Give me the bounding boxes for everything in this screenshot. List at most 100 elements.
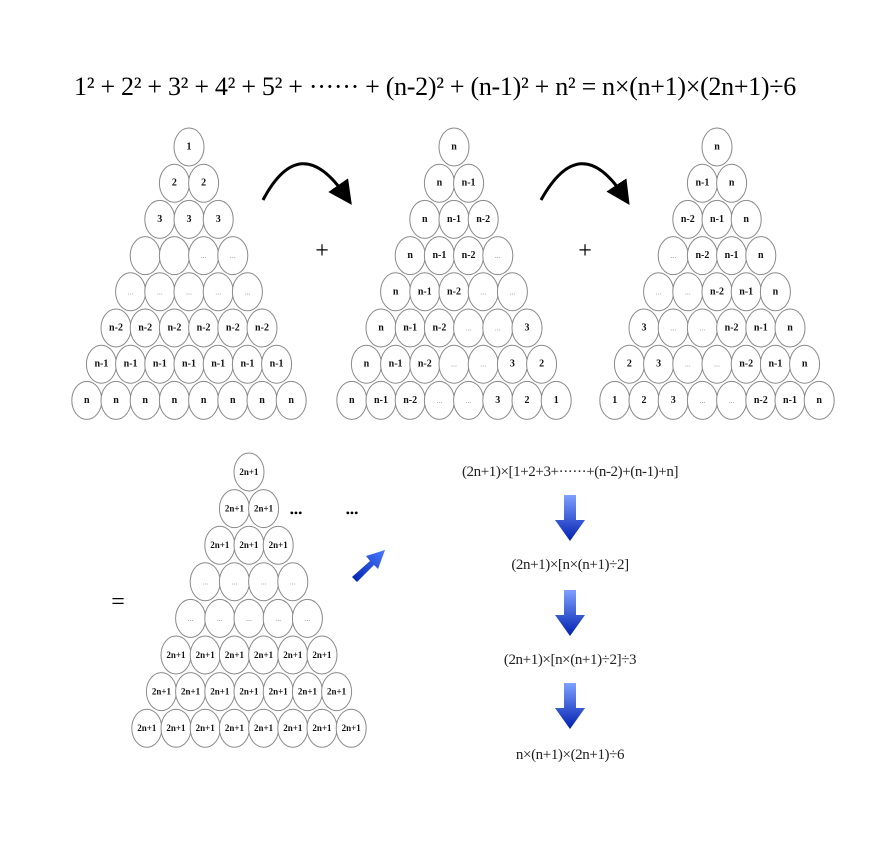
circle-label: ... — [670, 324, 676, 333]
circle-label: 2n+1 — [196, 723, 216, 733]
circle-label: ... — [495, 324, 501, 333]
circle-label: ... — [685, 287, 691, 296]
circle-label: n-2 — [725, 323, 739, 334]
circle — [453, 163, 485, 203]
circle — [701, 127, 733, 167]
circle-label: ... — [699, 324, 705, 333]
circle-label: ... — [729, 396, 735, 405]
circle — [482, 236, 514, 276]
circle-label: n — [393, 286, 399, 297]
circle-label: n-1 — [182, 359, 196, 370]
circle-label: ... — [188, 614, 194, 623]
circle-label: n — [288, 395, 294, 406]
circle-label: n-2 — [739, 359, 753, 370]
circle — [188, 163, 220, 203]
circle-label: 2n+1 — [239, 467, 259, 477]
circle — [774, 308, 806, 348]
circle — [467, 199, 499, 239]
circle-label: 2n+1 — [166, 723, 186, 733]
diagonal-arrow-icon — [352, 550, 385, 582]
circle-label: n-2 — [197, 323, 211, 334]
circle-label: n-1 — [389, 359, 403, 370]
circle-label: n-1 — [695, 178, 709, 189]
derivation-step-3: (2n+1)×[n×(n+1)÷2]÷3 — [503, 652, 637, 668]
circle — [730, 199, 762, 239]
circle — [246, 308, 278, 348]
circle-label: 3 — [510, 359, 515, 370]
circle-label: n — [816, 395, 822, 406]
circle-label: n-2 — [226, 323, 240, 334]
circle-label: 3 — [642, 323, 647, 334]
circle-label: 2n+1 — [312, 723, 332, 733]
circle-label: 2n+1 — [239, 687, 259, 697]
circle-label: 2n+1 — [196, 650, 216, 660]
circle-label: 2n+1 — [210, 540, 230, 550]
circle — [759, 272, 791, 312]
circle-label: 2n+1 — [269, 687, 289, 697]
circle — [231, 272, 263, 312]
circle-label: n-2 — [418, 359, 432, 370]
circle-label: ... — [128, 287, 134, 296]
circle-label: 1 — [554, 395, 559, 406]
circle-label: ... — [699, 396, 705, 405]
circle-label: 2n+1 — [312, 650, 332, 660]
circle-label: ... — [201, 251, 207, 260]
circle-label: n-1 — [374, 395, 388, 406]
circle — [511, 308, 543, 348]
circle-label: n — [743, 214, 749, 225]
circle-label: 2n+1 — [283, 650, 303, 660]
circle-label: n — [729, 178, 735, 189]
circle — [789, 344, 821, 384]
down-arrow-icon — [555, 683, 585, 729]
circle-label: n-1 — [754, 323, 768, 334]
circle — [277, 562, 309, 602]
circle — [745, 236, 777, 276]
circle — [321, 672, 353, 712]
circle — [496, 272, 528, 312]
circle-label: 2n+1 — [225, 650, 245, 660]
circle-label: ... — [304, 614, 310, 623]
circle-label: ... — [217, 614, 223, 623]
circle-label: 2n+1 — [166, 650, 186, 660]
circle-label: 2n+1 — [254, 650, 274, 660]
circle-label: 3 — [495, 395, 500, 406]
circle-label: n-2 — [681, 214, 695, 225]
circle-label: 2n+1 — [225, 504, 245, 514]
circle-label: ... — [480, 360, 486, 369]
circle-label: 2 — [642, 395, 647, 406]
circle-label: n-1 — [768, 359, 782, 370]
circle — [291, 598, 323, 638]
circle-label: n-1 — [211, 359, 225, 370]
circle-label: n — [84, 395, 90, 406]
circle-label: n-1 — [124, 359, 138, 370]
circle-label: n-1 — [270, 359, 284, 370]
circle-label: 2n+1 — [283, 723, 303, 733]
circle-label: n — [437, 178, 443, 189]
circle-label: n-2 — [462, 250, 476, 261]
circle — [803, 380, 835, 420]
plus-sign-1: + — [315, 238, 329, 264]
circle — [438, 127, 470, 167]
circle — [217, 236, 249, 276]
circle-label: n-1 — [783, 395, 797, 406]
circle-label: ... — [215, 287, 221, 296]
circle-label: n-1 — [710, 214, 724, 225]
circle-label: ... — [290, 577, 296, 586]
circle-label: ... — [480, 287, 486, 296]
circle-label: ... — [275, 614, 281, 623]
ellipsis-1: ••• — [290, 506, 303, 520]
circle-label: 2 — [201, 178, 206, 189]
derivation-step-1: (2n+1)×[1+2+3+······+(n-2)+(n-1)+n] — [461, 464, 679, 480]
down-arrow-icon — [555, 495, 585, 541]
circle-label: ... — [244, 287, 250, 296]
circle-label: ... — [509, 287, 515, 296]
circle-label: n-2 — [695, 250, 709, 261]
circle-label: n-2 — [710, 286, 724, 297]
circle-label: n — [773, 286, 779, 297]
circle — [233, 452, 265, 492]
plus-sign-2: + — [578, 238, 592, 264]
circle-label: n — [230, 395, 236, 406]
circle-label: n — [407, 250, 413, 261]
